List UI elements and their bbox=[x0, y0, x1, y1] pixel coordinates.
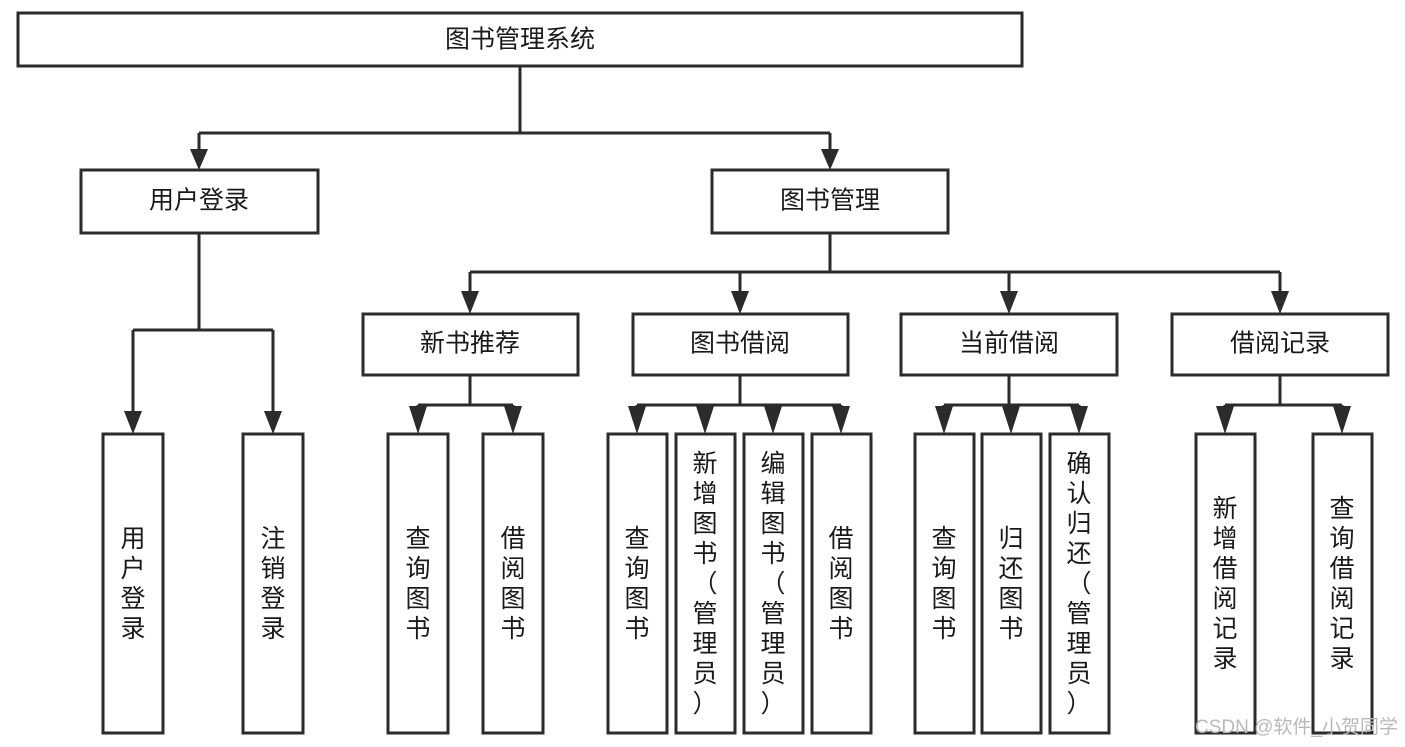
node-leaf-borrow-record-2-label: 查询借阅记录 bbox=[1329, 495, 1354, 673]
arrow-head-leaf-user-login-2 bbox=[264, 411, 282, 434]
arrow-head-leaf-current-borrow-2 bbox=[1002, 406, 1020, 434]
arrow-head-leaf-user-login-1 bbox=[124, 411, 142, 434]
node-leaf-current-borrow-2-label: 归还图书 bbox=[998, 525, 1023, 643]
connector-layer bbox=[124, 67, 1351, 434]
node-leaf-current-borrow-3[interactable]: 确认归还（管理员） bbox=[1048, 432, 1111, 735]
node-leaf-book-borrow-4-label: 借阅图书 bbox=[828, 525, 853, 643]
node-root-label: 图书管理系统 bbox=[445, 26, 595, 54]
node-book-borrow-box[interactable] bbox=[631, 312, 850, 377]
node-leaf-book-borrow-2-box[interactable] bbox=[674, 432, 737, 735]
node-leaf-book-borrow-1[interactable]: 查询图书 bbox=[606, 432, 669, 735]
arrow-head-current-borrow bbox=[1000, 291, 1018, 314]
node-root-box[interactable] bbox=[16, 11, 1024, 68]
node-borrow-record[interactable]: 借阅记录 bbox=[1170, 312, 1390, 377]
node-leaf-book-borrow-2[interactable]: 新增图书（管理员） bbox=[674, 432, 737, 735]
arrow-head-leaf-borrow-record-2 bbox=[1333, 406, 1351, 434]
node-leaf-new-book-1-label: 查询图书 bbox=[405, 525, 430, 643]
node-leaf-borrow-record-2-box[interactable] bbox=[1311, 432, 1374, 735]
node-leaf-user-login-1-label: 用户登录 bbox=[120, 525, 145, 643]
node-book-manage-box[interactable] bbox=[710, 168, 950, 235]
node-leaf-book-borrow-3-box[interactable] bbox=[742, 432, 805, 735]
node-user-login-label: 用户登录 bbox=[149, 187, 249, 215]
node-current-borrow-box[interactable] bbox=[899, 312, 1119, 377]
node-current-borrow-label: 当前借阅 bbox=[959, 330, 1059, 358]
node-book-manage[interactable]: 图书管理 bbox=[710, 168, 950, 235]
node-borrow-record-label: 借阅记录 bbox=[1230, 330, 1330, 358]
arrow-head-leaf-book-borrow-3 bbox=[764, 406, 782, 434]
node-leaf-new-book-1[interactable]: 查询图书 bbox=[386, 432, 450, 735]
node-borrow-record-box[interactable] bbox=[1170, 312, 1390, 377]
watermark-label: CSDN @软件_小贺同学 bbox=[1195, 716, 1398, 738]
node-leaf-new-book-2-box[interactable] bbox=[481, 432, 545, 735]
arrow-head-leaf-current-borrow-1 bbox=[935, 406, 953, 434]
arrow-head-leaf-book-borrow-2 bbox=[696, 406, 714, 434]
node-user-login[interactable]: 用户登录 bbox=[79, 168, 320, 235]
node-leaf-user-login-2-label: 注销登录 bbox=[260, 525, 285, 643]
node-leaf-user-login-1[interactable]: 用户登录 bbox=[101, 432, 165, 735]
arrow-head-book-borrow bbox=[731, 291, 749, 314]
node-leaf-book-borrow-1-box[interactable] bbox=[606, 432, 669, 735]
node-leaf-book-borrow-1-label: 查询图书 bbox=[624, 525, 649, 643]
arrow-head-book-manage bbox=[821, 149, 839, 170]
node-leaf-current-borrow-1-box[interactable] bbox=[913, 432, 976, 735]
node-new-book-recommend[interactable]: 新书推荐 bbox=[361, 312, 580, 377]
node-leaf-current-borrow-1-label: 查询图书 bbox=[931, 525, 956, 643]
node-leaf-user-login-2[interactable]: 注销登录 bbox=[241, 432, 305, 735]
node-new-book-recommend-box[interactable] bbox=[361, 312, 580, 377]
node-leaf-borrow-record-1-box[interactable] bbox=[1194, 432, 1257, 735]
node-leaf-borrow-record-1-label: 新增借阅记录 bbox=[1212, 495, 1237, 673]
arrow-head-borrow-record bbox=[1271, 291, 1289, 314]
node-leaf-book-borrow-4-box[interactable] bbox=[810, 432, 873, 735]
node-new-book-recommend-label: 新书推荐 bbox=[420, 330, 520, 358]
arrow-head-user-login bbox=[190, 149, 208, 170]
arrow-head-leaf-book-borrow-1 bbox=[628, 406, 646, 434]
node-leaf-book-borrow-2-label: 新增图书（管理员） bbox=[692, 450, 717, 718]
node-book-borrow-label: 图书借阅 bbox=[690, 330, 790, 358]
node-leaf-borrow-record-2[interactable]: 查询借阅记录 bbox=[1311, 432, 1374, 735]
node-leaf-user-login-1-box[interactable] bbox=[101, 432, 165, 735]
node-root[interactable]: 图书管理系统 bbox=[16, 11, 1024, 68]
node-leaf-new-book-1-box[interactable] bbox=[386, 432, 450, 735]
node-leaf-current-borrow-2[interactable]: 归还图书 bbox=[980, 432, 1043, 735]
node-leaf-book-borrow-3[interactable]: 编辑图书（管理员） bbox=[742, 432, 805, 735]
arrow-head-leaf-borrow-record-1 bbox=[1216, 406, 1234, 434]
arrow-head-leaf-current-borrow-3 bbox=[1070, 406, 1088, 434]
arrow-head-leaf-book-borrow-4 bbox=[832, 406, 850, 434]
arrow-head-new-book-recommend bbox=[461, 291, 479, 314]
arrow-head-leaf-new-book-2 bbox=[504, 406, 522, 434]
node-leaf-current-borrow-3-box[interactable] bbox=[1048, 432, 1111, 735]
node-leaf-user-login-2-box[interactable] bbox=[241, 432, 305, 735]
node-book-manage-label: 图书管理 bbox=[780, 187, 880, 215]
node-leaf-new-book-2-label: 借阅图书 bbox=[500, 525, 525, 643]
node-leaf-book-borrow-4[interactable]: 借阅图书 bbox=[810, 432, 873, 735]
node-leaf-new-book-2[interactable]: 借阅图书 bbox=[481, 432, 545, 735]
node-leaf-borrow-record-1[interactable]: 新增借阅记录 bbox=[1194, 432, 1257, 735]
node-user-login-box[interactable] bbox=[79, 168, 320, 235]
node-current-borrow[interactable]: 当前借阅 bbox=[899, 312, 1119, 377]
arrow-head-leaf-new-book-1 bbox=[409, 406, 427, 434]
node-leaf-current-borrow-2-box[interactable] bbox=[980, 432, 1043, 735]
node-leaf-current-borrow-3-label: 确认归还（管理员） bbox=[1066, 450, 1091, 718]
node-leaf-current-borrow-1[interactable]: 查询图书 bbox=[913, 432, 976, 735]
node-leaf-book-borrow-3-label: 编辑图书（管理员） bbox=[760, 450, 785, 718]
node-book-borrow[interactable]: 图书借阅 bbox=[631, 312, 850, 377]
